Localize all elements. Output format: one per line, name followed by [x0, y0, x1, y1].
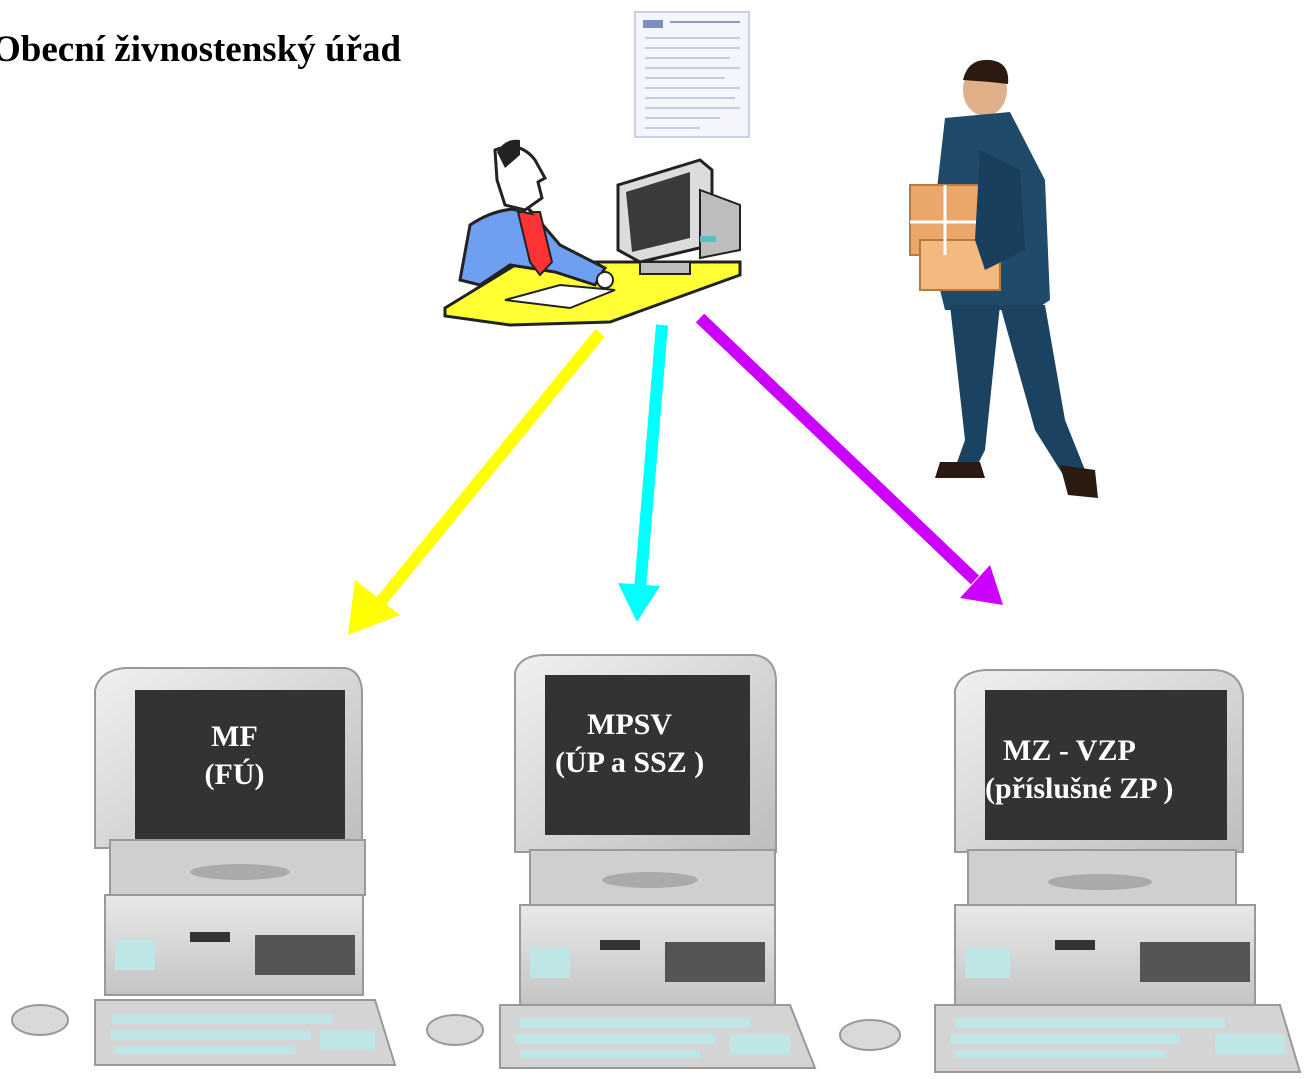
document-icon: [634, 11, 750, 138]
computer-label-mpsv: MPSV (ÚP a SSZ ): [555, 706, 704, 782]
computer-label-line2: (příslušné ZP ): [985, 772, 1174, 805]
computer-label-line1: MZ - VZP: [1003, 734, 1136, 767]
computer-label-mf: MF (FÚ): [192, 718, 277, 794]
clerk-at-computer-icon: [443, 139, 742, 327]
businessman-with-boxes-icon: [909, 59, 1098, 498]
desktop-computer-icon: [426, 654, 817, 1069]
computer-label-line2: (ÚP a SSZ ): [555, 746, 705, 779]
desktop-computer-icon: [11, 667, 397, 1066]
computer-label-line1: MPSV: [587, 708, 672, 741]
desktop-computer-icon: [839, 669, 1302, 1073]
arrow-to-mz-vzp: [695, 313, 1003, 605]
computer-label-line2: (FÚ): [204, 758, 265, 791]
arrow-to-mpsv: [618, 324, 668, 622]
computer-label-mz-vzp: MZ - VZP (příslušné ZP ): [985, 732, 1173, 808]
computer-label-line1: MF: [211, 720, 258, 753]
page-title: Obecní živnostenský úřad: [0, 29, 402, 70]
arrow-to-mf: [348, 329, 605, 635]
